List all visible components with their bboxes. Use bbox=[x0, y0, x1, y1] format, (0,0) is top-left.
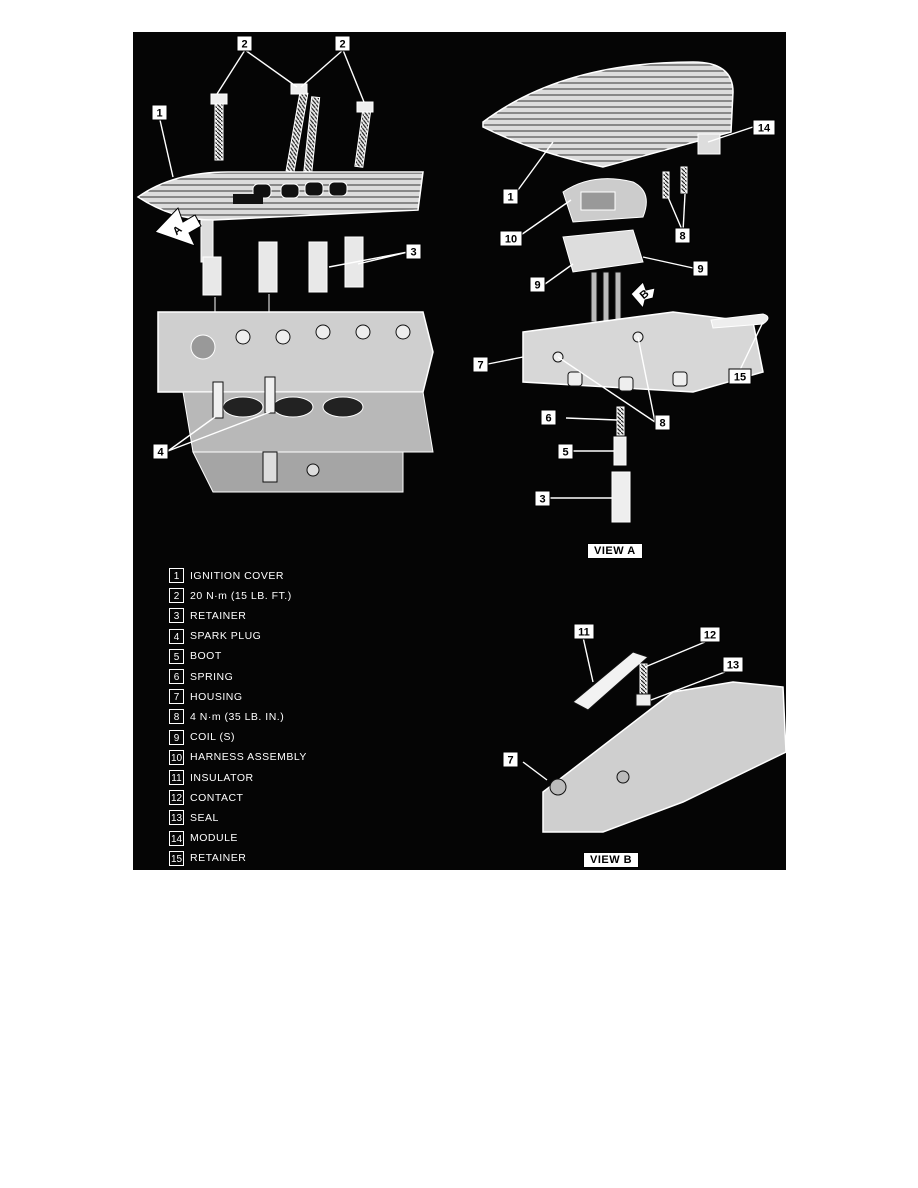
svg-text:13: 13 bbox=[727, 660, 739, 672]
module-cover-drawing bbox=[482, 61, 734, 168]
svg-text:5: 5 bbox=[562, 447, 568, 459]
callout-6: 6 bbox=[540, 409, 557, 426]
svg-text:8: 8 bbox=[659, 418, 665, 430]
callout-8-upper: 8 bbox=[674, 227, 691, 244]
callout-1-cover: 1 bbox=[151, 104, 168, 121]
svg-text:15: 15 bbox=[734, 372, 746, 384]
svg-text:8: 8 bbox=[679, 231, 685, 243]
callout-8-lower: 8 bbox=[654, 414, 671, 431]
harness-drawing bbox=[562, 166, 688, 223]
svg-text:7: 7 bbox=[507, 755, 513, 767]
cover-bolts bbox=[210, 83, 374, 173]
exploded-view-diagram: 2 2 1 3 4 14 1 10 8 9 9 7 15 6 8 5 3 11 … bbox=[133, 32, 786, 870]
svg-text:1: 1 bbox=[156, 108, 162, 120]
svg-text:7: 7 bbox=[477, 360, 483, 372]
left-leader-lines bbox=[159, 49, 409, 452]
callout-7-view-b: 7 bbox=[502, 751, 519, 768]
callout-1-view-a: 1 bbox=[502, 188, 519, 205]
spark-plugs-drawing bbox=[212, 376, 276, 419]
svg-text:9: 9 bbox=[697, 264, 703, 276]
view-a-drawing bbox=[482, 61, 769, 523]
diagram-artwork: 2 2 1 3 4 14 1 10 8 9 9 7 15 6 8 5 3 11 … bbox=[136, 35, 786, 833]
view-b-drawing bbox=[522, 636, 786, 833]
spring-boot-retainer-drawing bbox=[611, 406, 631, 523]
svg-text:6: 6 bbox=[545, 413, 551, 425]
view-a-arrow bbox=[154, 207, 202, 247]
callouts: 2 2 1 3 4 14 1 10 8 9 9 7 15 6 8 5 3 11 … bbox=[151, 35, 776, 768]
callout-12: 12 bbox=[699, 626, 721, 643]
svg-text:10: 10 bbox=[505, 234, 517, 246]
callout-14: 14 bbox=[752, 119, 776, 136]
svg-text:3: 3 bbox=[539, 494, 545, 506]
callout-2-left: 2 bbox=[236, 35, 253, 52]
svg-text:3: 3 bbox=[410, 247, 416, 259]
callout-15: 15 bbox=[728, 368, 752, 385]
cylinder-head-drawing bbox=[157, 311, 434, 493]
callout-3-view-a: 3 bbox=[534, 490, 551, 507]
view-a-label: VIEW A bbox=[587, 543, 643, 559]
view-a-leader-lines bbox=[487, 126, 764, 499]
svg-text:1: 1 bbox=[507, 192, 513, 204]
ignition-cover-drawing bbox=[136, 171, 424, 263]
callout-9-right: 9 bbox=[692, 260, 709, 277]
svg-text:12: 12 bbox=[704, 630, 716, 642]
svg-text:11: 11 bbox=[578, 627, 590, 639]
retainer-clip-drawing bbox=[710, 313, 769, 329]
callout-4-spark-plug: 4 bbox=[152, 443, 169, 460]
coil-pack-drawing bbox=[562, 229, 656, 323]
callout-5: 5 bbox=[557, 443, 574, 460]
svg-text:2: 2 bbox=[241, 39, 247, 51]
callout-2-right: 2 bbox=[334, 35, 351, 52]
callout-13: 13 bbox=[722, 656, 744, 673]
svg-text:14: 14 bbox=[758, 123, 771, 135]
callout-11: 11 bbox=[573, 623, 595, 640]
callout-10: 10 bbox=[499, 230, 523, 247]
callout-9-left: 9 bbox=[529, 276, 546, 293]
left-assembly-drawing bbox=[136, 49, 434, 493]
view-b-label: VIEW B bbox=[583, 852, 640, 868]
svg-text:4: 4 bbox=[157, 447, 164, 459]
callout-3-retainer: 3 bbox=[405, 243, 422, 260]
callout-7-view-a: 7 bbox=[472, 356, 489, 373]
housing-drawing bbox=[522, 311, 764, 393]
coil-boots bbox=[202, 236, 364, 322]
svg-text:9: 9 bbox=[534, 280, 540, 292]
svg-text:2: 2 bbox=[339, 39, 345, 51]
